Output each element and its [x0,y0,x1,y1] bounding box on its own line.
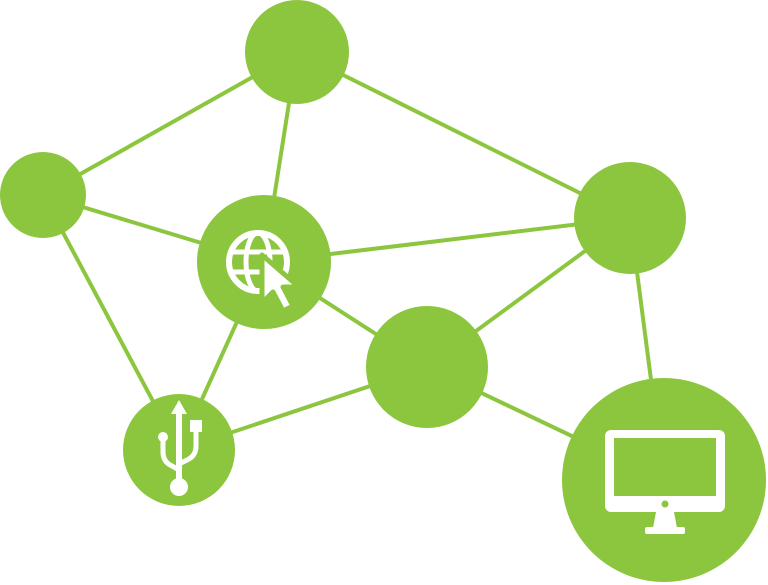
usb-icon [158,400,202,496]
edge-top-right [296,50,631,220]
node-right [574,162,686,274]
monitor-icon [605,430,725,534]
globe-cursor-icon [226,230,302,314]
node-top [245,0,349,104]
node-center [366,306,488,428]
node-left [0,152,86,238]
